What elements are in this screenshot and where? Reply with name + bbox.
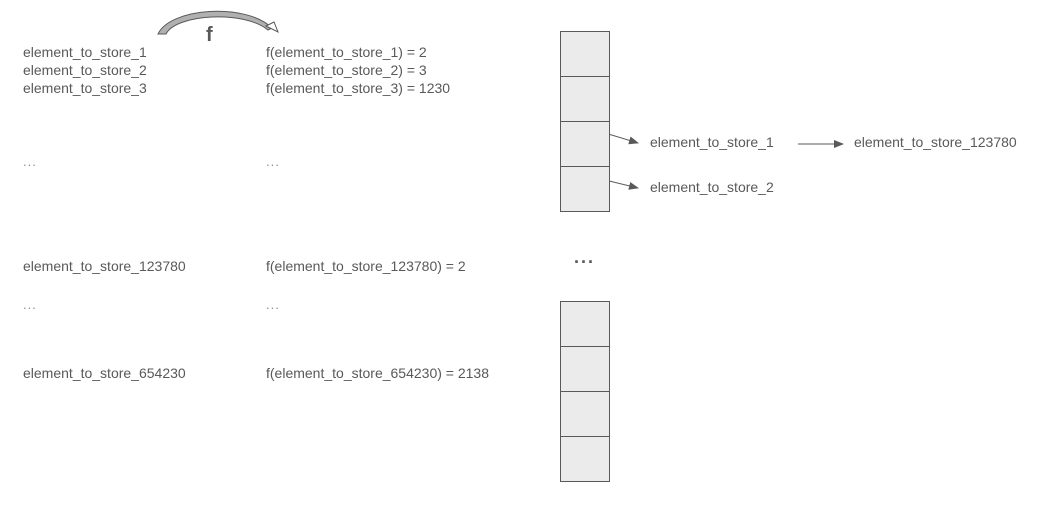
- middle-ellipsis-2: ...: [266, 297, 280, 312]
- left-item-3: element_to_store_3: [23, 80, 147, 96]
- hash-result-1: f(element_to_store_1) = 2: [266, 44, 427, 60]
- chain-entry-element-2: element_to_store_2: [650, 179, 774, 195]
- slot-3-pointer-arrow: [604, 179, 639, 190]
- hash-result-123780: f(element_to_store_123780) = 2: [266, 258, 466, 274]
- left-item-1: element_to_store_1: [23, 44, 147, 60]
- slot-2-pointer-arrow: [604, 132, 639, 145]
- hash-result-654230: f(element_to_store_654230) = 2138: [266, 365, 489, 381]
- table-slot-lower-1: [560, 301, 610, 347]
- hash-result-2: f(element_to_store_2) = 3: [266, 62, 427, 78]
- chain-entry-element-123780: element_to_store_123780: [854, 134, 1017, 150]
- table-ellipsis: ...: [574, 247, 596, 267]
- left-item-654230: element_to_store_654230: [23, 365, 186, 381]
- table-slot-0: [560, 31, 610, 77]
- left-item-123780: element_to_store_123780: [23, 258, 186, 274]
- left-ellipsis-1: ...: [23, 154, 37, 169]
- table-slot-lower-4: [560, 436, 610, 482]
- function-arc-arrow: [157, 10, 279, 35]
- table-slot-2: [560, 121, 610, 167]
- chain-entry-element-1: element_to_store_1: [650, 134, 774, 150]
- hash-result-3: f(element_to_store_3) = 1230: [266, 80, 451, 96]
- left-item-2: element_to_store_2: [23, 62, 147, 78]
- function-label: f: [206, 24, 213, 46]
- table-slot-1: [560, 76, 610, 122]
- table-slot-lower-3: [560, 391, 610, 437]
- middle-ellipsis-1: ...: [266, 154, 280, 169]
- left-ellipsis-2: ...: [23, 297, 37, 312]
- table-slot-lower-2: [560, 346, 610, 392]
- table-slot-3: [560, 166, 610, 212]
